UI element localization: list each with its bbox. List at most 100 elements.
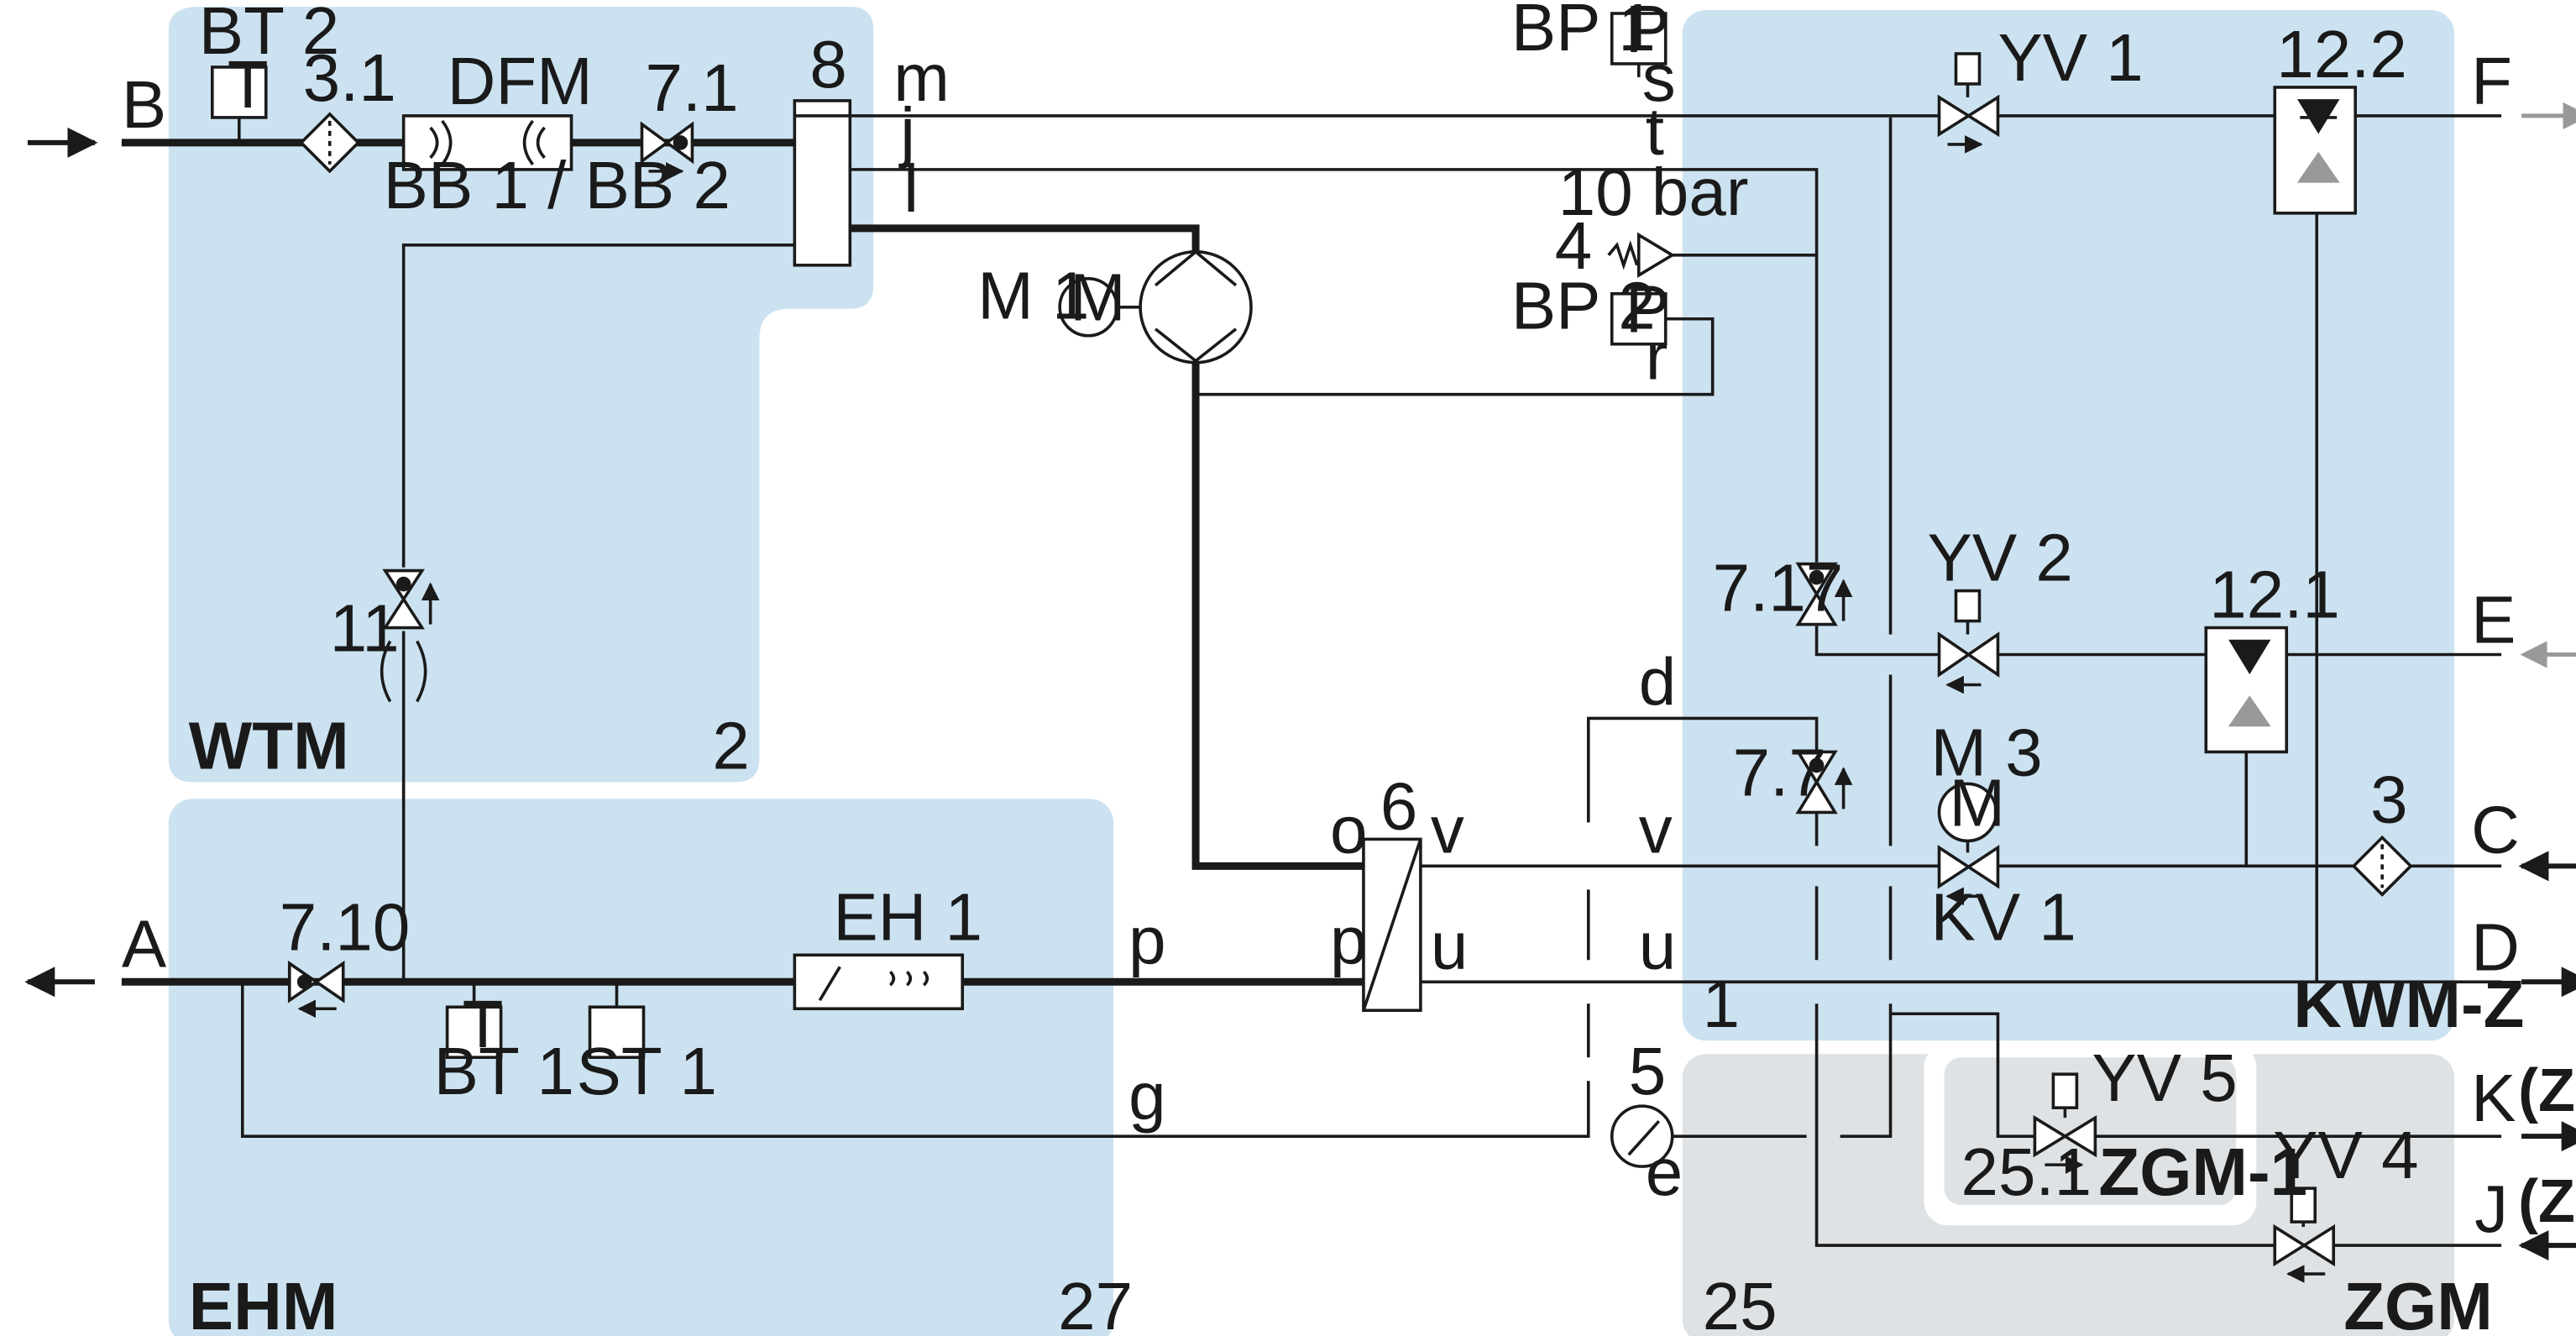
line-label-v2: v — [1639, 792, 1673, 867]
kv1-valve-icon — [1937, 845, 2000, 889]
separator-12-1-label: 12.1 — [2209, 558, 2340, 632]
line-label-r: r — [1646, 319, 1668, 394]
filter-3-1-label: 3.1 — [303, 40, 396, 115]
port-d: D — [2471, 909, 2520, 984]
line-label-p1: p — [1128, 903, 1165, 977]
eh1-heater-icon — [793, 953, 965, 1011]
arrow-f-out-head — [2563, 102, 2576, 129]
valve-7-7-icon — [1795, 750, 1838, 815]
yv4-label: YV 4 — [2273, 1118, 2418, 1192]
line-g — [240, 982, 1590, 1138]
bb-label: BB 1 / BB 2 — [384, 148, 730, 223]
bp2-symbol: P — [1626, 272, 1670, 347]
port-b: B — [122, 67, 166, 142]
port-f: F — [2471, 44, 2512, 118]
line-zgm-riser4 — [1880, 1003, 1893, 1138]
relief-valve-4-label: 4 — [1555, 208, 1592, 283]
bt1-sensor-icon — [445, 1005, 503, 1060]
line-label-m: m — [893, 40, 950, 115]
zone-wtm-number: 2 — [712, 708, 749, 783]
line-label-v1: v — [1431, 792, 1464, 867]
line-label-l: l — [903, 151, 919, 226]
zone-ehm-name: EHM — [189, 1269, 338, 1336]
filter-3-label: 3 — [2370, 762, 2407, 836]
yv5-label: YV 5 — [2092, 1040, 2237, 1115]
line-yv5 — [1890, 1012, 2035, 1138]
arrow-e-in-head — [2520, 641, 2547, 668]
valve-7-10-label: 7.10 — [280, 889, 411, 964]
st1-sensor-icon — [588, 1005, 646, 1060]
zone-kwm-z-number: 1 — [1703, 967, 1740, 1041]
st1-label: ST 1 — [577, 1034, 717, 1108]
valve-7-1-icon — [640, 121, 694, 165]
valve-11-icon — [382, 568, 425, 630]
zone-zgm-1-number: 25.1 — [1961, 1134, 2092, 1209]
line-label-s: s — [1642, 40, 1676, 115]
yv1-valve-icon — [1937, 94, 2000, 138]
yv4-valve-icon — [2273, 1223, 2336, 1267]
m1-label: M 1 — [977, 259, 1089, 333]
m1-symbol: M — [1070, 260, 1126, 335]
line-label-o: o — [1330, 792, 1367, 867]
valve-7-17-icon — [1795, 562, 1838, 626]
heat-exchanger-8-icon — [793, 99, 852, 267]
zone-zgm-number: 25 — [1703, 1269, 1778, 1336]
bt2-sensor-icon — [211, 65, 268, 119]
line-label-j: j — [898, 94, 915, 169]
dfm-label: DFM — [448, 44, 593, 118]
line-77-down3 — [1814, 1003, 2275, 1247]
valve-7-7-label: 7.7 — [1733, 735, 1826, 809]
bp1-label: BP 1 — [1511, 0, 1656, 65]
port-j: J — [2474, 1171, 2508, 1246]
bt2-label: BT 2 — [199, 0, 339, 68]
line-r — [1196, 317, 1715, 396]
zone-kwm-z-name: KWM-Z — [2293, 967, 2524, 1041]
line-j-t — [850, 168, 1819, 563]
bt1-label: BT 1 — [434, 1034, 574, 1108]
separator-12-2-label: 12.2 — [2276, 17, 2407, 92]
valve-11-label: 11 — [330, 591, 400, 666]
bp1-sensor-icon — [1610, 12, 1668, 65]
pressure-gauge-5-label: 5 — [1629, 1034, 1666, 1108]
valve-7-10-icon — [287, 960, 345, 1003]
valve-7-1-label: 7.1 — [645, 50, 738, 125]
line-label-u2: u — [1639, 908, 1676, 982]
zone-kwm-z — [1682, 9, 2455, 1041]
heat-exchanger-6-label: 6 — [1380, 768, 1417, 843]
line-label-u1: u — [1431, 908, 1468, 982]
relief-valve-4-icon — [1636, 232, 1676, 278]
zone-zgm-1-name: ZGM-1 — [2098, 1134, 2307, 1209]
line-717-bottom — [1814, 626, 1940, 657]
line-label-g: g — [1128, 1059, 1165, 1134]
line-d — [1586, 716, 1819, 823]
kv1-label: KV 1 — [1931, 879, 2076, 954]
m3-symbol: M — [1950, 765, 2006, 840]
pump-icon — [1139, 250, 1253, 364]
zone-ehm-number: 27 — [1058, 1269, 1133, 1336]
relief-bar-label: 10 bar — [1558, 155, 1749, 229]
m3-label: M 3 — [1931, 715, 2043, 789]
port-c: C — [2471, 792, 2520, 867]
main-line-o — [1191, 360, 1364, 870]
line-label-d: d — [1639, 644, 1676, 719]
zone-zgm-name: ZGM — [2343, 1269, 2493, 1336]
main-line-l — [850, 224, 1200, 252]
yv2-valve-icon — [1937, 631, 2000, 678]
port-k-zg: (ZG) — [2518, 1057, 2576, 1124]
dfm-flow-meter-icon — [401, 114, 573, 171]
port-e: E — [2471, 583, 2516, 658]
bp2-label: BP 2 — [1511, 269, 1656, 343]
zone-wtm — [168, 6, 874, 783]
eh1-label: EH 1 — [833, 879, 982, 954]
port-k: K — [2471, 1061, 2516, 1135]
valve-7-17-label: 7.17 — [1713, 551, 1844, 626]
line-label-t: t — [1646, 94, 1664, 169]
line-label-e: e — [1646, 1134, 1683, 1209]
port-a: A — [122, 906, 167, 981]
line-label-p2: p — [1330, 903, 1367, 977]
heat-exchanger-8-label: 8 — [809, 27, 846, 102]
bt1-symbol: T — [463, 987, 504, 1061]
yv5-valve-icon — [2033, 1114, 2097, 1158]
yv2-label: YV 2 — [1928, 521, 2073, 595]
